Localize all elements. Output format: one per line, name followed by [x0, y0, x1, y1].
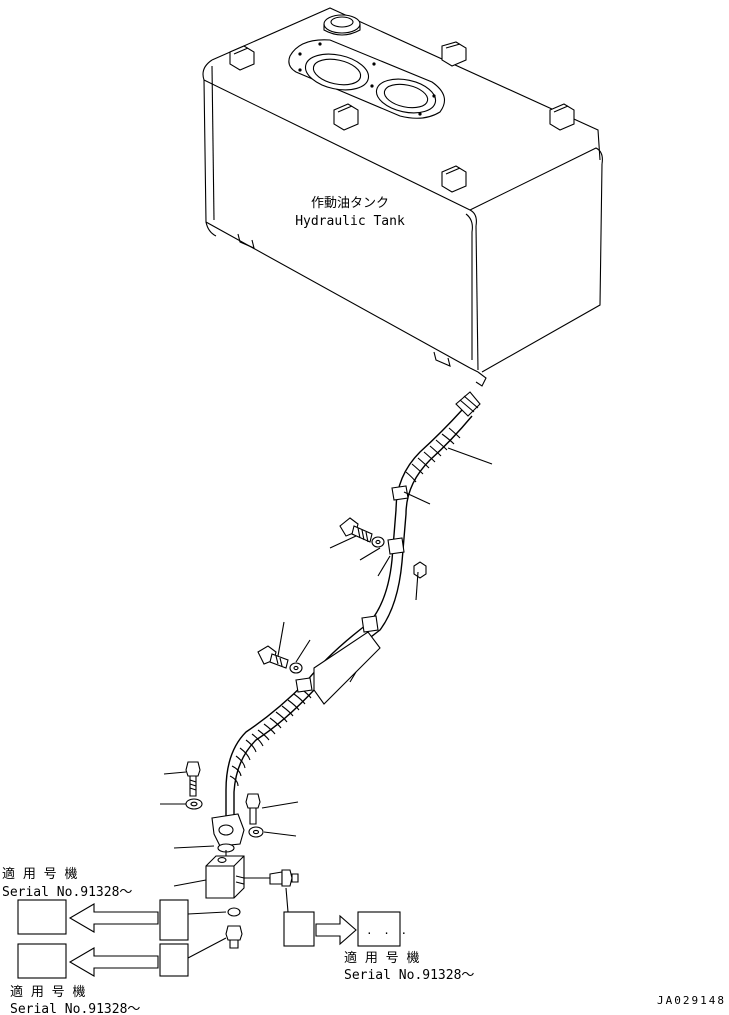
tank-label-en: Hydraulic Tank — [295, 214, 405, 229]
bolt — [245, 793, 261, 825]
callout-box — [283, 911, 315, 947]
applicable-serial-no: Serial No.91328～ — [2, 885, 132, 900]
protective-sleeve — [313, 631, 381, 705]
tank-bracket — [333, 103, 359, 131]
replacement-arrow — [68, 903, 159, 933]
plug — [227, 907, 241, 917]
hose-clamp — [361, 615, 379, 633]
hose-flange — [211, 813, 245, 847]
bolt — [257, 645, 289, 669]
callout-box — [17, 899, 67, 935]
tank-outlet — [475, 371, 487, 387]
washer — [371, 536, 385, 548]
tank-bracket — [441, 165, 467, 193]
applicable-serial-no: Serial No.91328～ — [10, 1002, 140, 1015]
spiral-guard — [229, 427, 461, 787]
tank-bracket — [549, 103, 575, 131]
tank-label-jp: 作動油タンク — [311, 196, 389, 211]
adapter-block — [205, 850, 245, 899]
replacement-arrow — [68, 947, 159, 977]
suction-hose — [211, 391, 481, 847]
hose-clamp — [391, 485, 409, 501]
sensor-fitting — [244, 869, 299, 887]
hose-clamp — [387, 537, 405, 555]
drawing-id: JA029148 — [657, 994, 726, 1007]
applicable-serial-no: Serial No.91328～ — [344, 968, 474, 983]
tank-bracket — [441, 41, 467, 67]
washer — [185, 798, 203, 810]
callout-box: . . . — [357, 911, 409, 947]
applicable-serial-jp: 適 用 号 機 — [344, 950, 419, 966]
hose-fitting — [455, 391, 481, 417]
callout-box — [159, 899, 189, 941]
hydraulic-tank: 作動油タンク Hydraulic Tank — [202, 7, 603, 387]
applicable-serial-jp: 適 用 号 機 — [2, 866, 77, 882]
plug — [225, 925, 243, 949]
applicable-serial-jp: 適 用 号 機 — [10, 984, 85, 1000]
hose-clamp — [295, 677, 313, 693]
callout-box — [17, 943, 67, 979]
bolt — [339, 517, 373, 543]
washer — [289, 662, 303, 674]
tank-cover-plate — [288, 39, 446, 119]
callout-box — [159, 943, 189, 977]
bolt — [185, 761, 201, 797]
leader-lines — [160, 447, 493, 959]
washer — [248, 826, 264, 838]
replacement-arrow — [315, 914, 357, 946]
tank-bracket — [229, 45, 255, 71]
filler-cap — [323, 14, 361, 36]
callout-box-dots: . . . — [366, 924, 409, 937]
nut — [413, 561, 427, 579]
